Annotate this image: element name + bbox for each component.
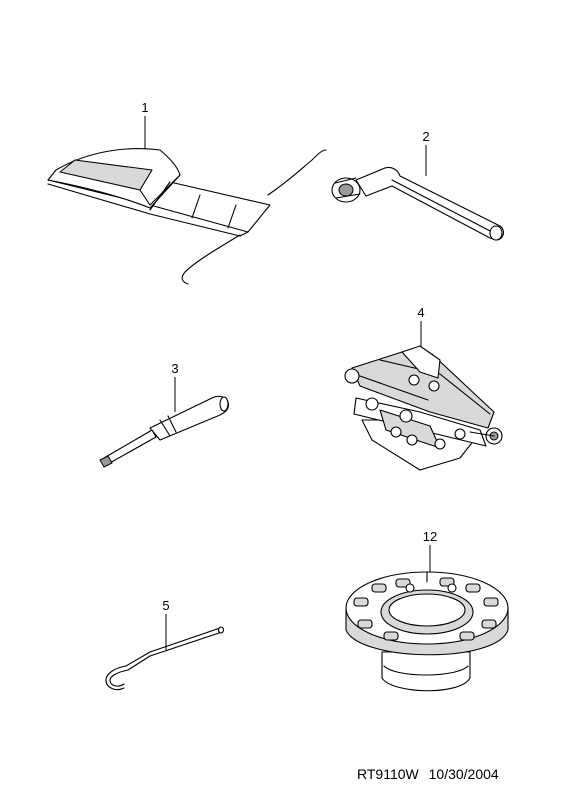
callout-4: 4 [417, 305, 424, 320]
part-2-wheel-wrench: 2 [331, 129, 505, 241]
callout-12: 12 [423, 529, 437, 544]
part-4-scissor-jack: 4 [344, 305, 503, 471]
wheel-wrench-icon [331, 166, 505, 241]
drawing-footer: RT9110W 10/30/2004 [357, 766, 499, 782]
scissor-jack-icon [344, 345, 503, 471]
part-12-spare-tire-holder: 12 [345, 529, 509, 692]
drawing-date: 10/30/2004 [428, 766, 499, 782]
part-3-screwdriver: 3 [99, 361, 230, 468]
spare-tire-holder-icon [345, 571, 509, 692]
drawing-code: RT9110W [357, 766, 419, 782]
callout-5: 5 [162, 598, 169, 613]
callout-1: 1 [141, 100, 148, 115]
screwdriver-icon [99, 395, 230, 468]
callout-3: 3 [171, 361, 178, 376]
part-5-hook-rod: 5 [105, 598, 225, 691]
tool-bag-icon [47, 148, 327, 285]
callout-2: 2 [422, 129, 429, 144]
hook-rod-icon [105, 626, 225, 691]
part-1-tool-bag: 1 [47, 100, 327, 285]
